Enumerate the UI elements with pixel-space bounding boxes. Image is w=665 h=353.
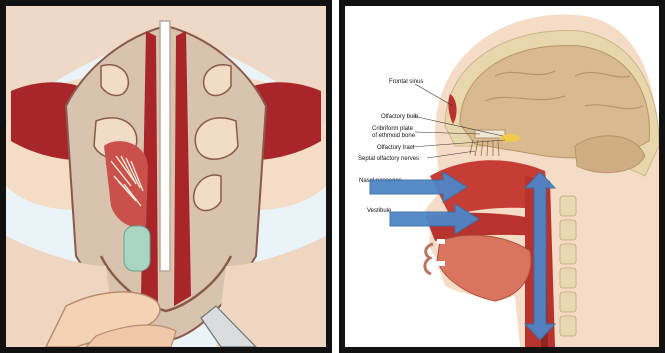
label-frontal-sinus: Frontal sinus (389, 79, 423, 85)
nasal-cavity-illustration-panel (0, 0, 332, 353)
label-cribriform-plate-line2: of ethmoid bone (372, 133, 416, 139)
nasal-cavity-illustration (6, 6, 326, 347)
label-vestibule: Vestibule (367, 208, 392, 214)
label-olfactory-bulb: Olfactory bulb (381, 114, 419, 120)
label-septal-olfactory-nerves: Septal olfactory nerves (358, 156, 419, 162)
head-anatomy-panel: Frontal sinus Olfactory bulb Cribriform … (339, 0, 665, 353)
head-anatomy-diagram: Frontal sinus Olfactory bulb Cribriform … (345, 6, 659, 347)
label-olfactory-tract: Olfactory tract (377, 145, 415, 151)
label-cribriform-plate-line1: Cribriform plate (372, 126, 414, 132)
